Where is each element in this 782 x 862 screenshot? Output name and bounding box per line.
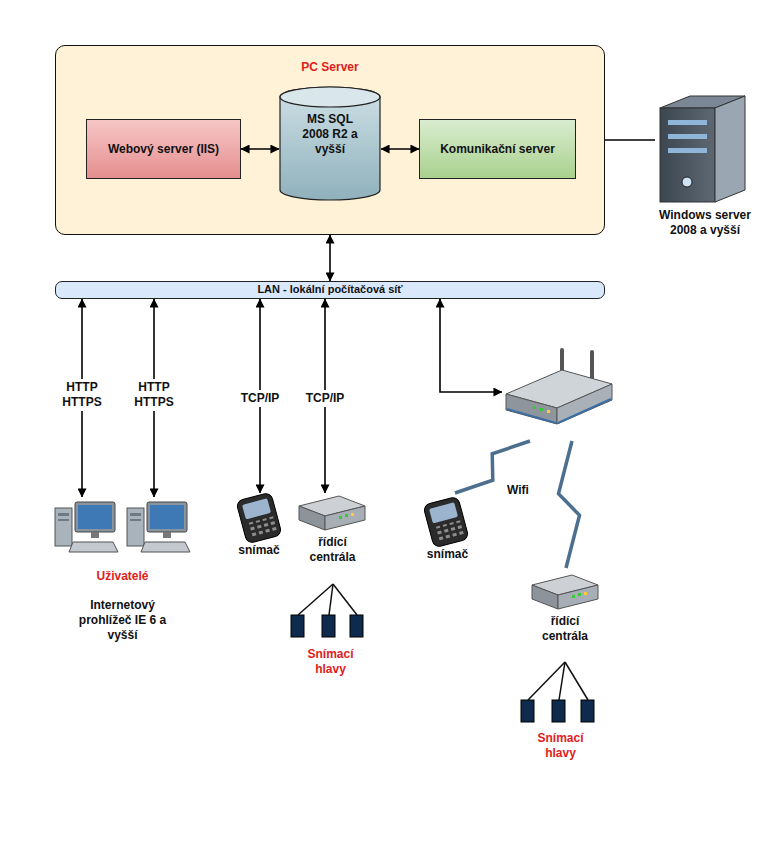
process-box: Webový server (IIS) [86,119,241,179]
process-box: Komunikační server [419,119,576,179]
wifi-router [502,345,614,435]
node-text: snímač [427,547,468,562]
control-unit: řídící centrála [520,572,610,644]
connector [440,299,502,392]
cylinder-body [280,87,380,200]
connector [329,235,331,281]
sensor-phone: snímač [415,497,480,562]
sensor-phone: snímač [228,493,290,558]
edge-label: TCP/IP [239,390,282,407]
annotation-label: Snímací hlavy [293,647,368,677]
node-text: řídící centrála [303,535,363,565]
server-frame: PC ServerWebový server (IIS) MS SQL 2008 … [55,45,605,235]
node-text: Komunikační server [440,142,555,157]
server-icon: Windows server 2008 a vyšší [655,96,755,238]
connector [381,148,419,150]
node-text: Windows server 2008 a vyšší [655,208,755,238]
connector [605,139,655,141]
node-text: řídící centrála [535,614,595,644]
user-computers: UživateléInternetový prohlížeč IE 6 a vy… [45,497,200,643]
connector [241,148,279,150]
edge-label: Wifi [505,482,531,499]
node-text: PC Server [301,60,358,75]
node-text: MS SQL 2008 R2 a vyšší [299,112,361,157]
node-text: Uživatelé [96,569,148,584]
node-text: Webový server (IIS) [108,142,219,157]
edge-label: HTTP HTTPS [128,379,180,411]
edge-label: HTTP HTTPS [56,379,108,411]
node-text: Internetový prohlížeč IE 6 a vyšší [73,598,173,643]
edge-label: TCP/IP [304,390,347,407]
database-cylinder: MS SQL 2008 R2 a vyšší [279,86,381,201]
annotation-label: Snímací hlavy [523,731,598,761]
network-bus: LAN - lokální počítačová síť [55,281,605,299]
cylinder-top [280,87,380,107]
node-text: LAN - lokální počítačová síť [257,283,402,297]
control-unit: řídící centrála [290,493,375,565]
wireless-link [558,441,579,568]
node-text: snímač [238,543,279,558]
